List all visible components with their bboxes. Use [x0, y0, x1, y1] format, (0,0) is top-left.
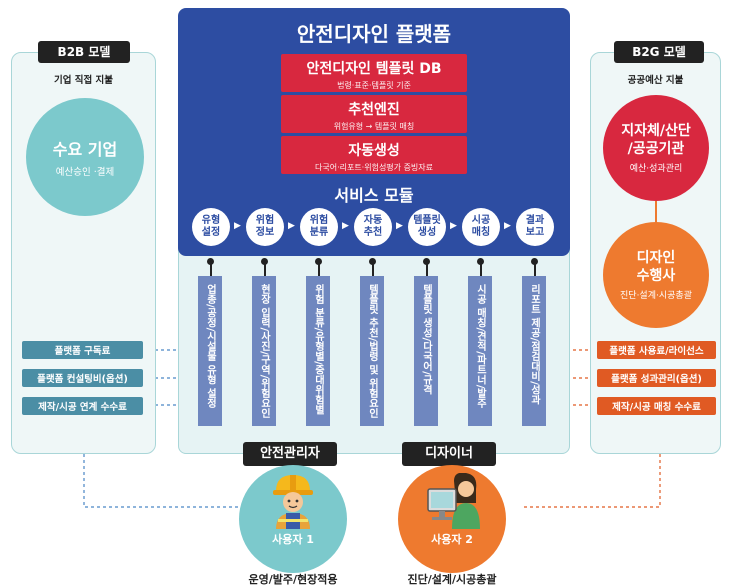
template-db-box: 안전디자인 템플릿 DB 법령·표준·템플릿 기준	[281, 54, 467, 92]
pin-line	[534, 262, 536, 276]
design-contractor-title: 디자인 수행사	[636, 249, 676, 284]
pin-dot	[261, 258, 268, 265]
b2b-item-consulting: 플랫폼 컨설팅비(옵션)	[22, 369, 143, 387]
b2g-label: B2G 모델	[614, 41, 704, 63]
arrow-right-icon: ▶	[450, 221, 457, 231]
detail-text: 업종/공정/시설물 유형 설정	[204, 284, 216, 409]
pin-dot	[531, 258, 538, 265]
designer-at-computer-icon	[427, 473, 480, 529]
detail-bar-recommend: 템플릿 추천/법령 및 위험요인	[360, 276, 384, 426]
user2-name: 사용자 2	[431, 533, 473, 546]
platform-title: 안전디자인 플랫폼	[296, 22, 452, 46]
user1-role: 운영/발주/현장적용	[248, 573, 338, 586]
user1-label: 안전관리자	[243, 442, 337, 466]
detail-bar-report: 리포트 제공/점검대비/성과	[522, 276, 546, 426]
detail-text: 템플릿 추천/법령 및 위험요인	[366, 284, 378, 419]
pin-line	[372, 262, 374, 276]
detail-text: 위험 분류/유형별/중대위험별	[312, 284, 324, 415]
pin-line	[426, 262, 428, 276]
b2g-item-matching-fee: 제작/시공 매칭 수수료	[597, 397, 716, 415]
arrow-right-icon: ▶	[396, 221, 403, 231]
public-agency-circle: 지자체/산단 /공공기관 예산·성과관리	[603, 95, 709, 201]
demand-company-sub: 예산승인 ·결제	[55, 167, 115, 178]
detail-bar-class: 위험 분류/유형별/중대위험별	[306, 276, 330, 426]
arrow-right-icon: ▶	[234, 221, 241, 231]
public-agency-title: 지자체/산단 /공공기관	[621, 122, 691, 157]
detail-text: 시공 매칭/견적/파트너/발주	[474, 284, 486, 409]
user2-role: 진단/설계/시공총괄	[407, 573, 497, 586]
public-agency-sub: 예산·성과관리	[629, 164, 683, 175]
auto-generate-sub: 다국어·리포트·위험성평가 증빙자료	[314, 163, 434, 172]
module-type-setting: 유형 설정	[192, 208, 230, 246]
b2g-link-line	[655, 201, 657, 223]
detail-text: 현장 입력/사진/구역/위험요인	[258, 284, 270, 419]
pin-dot	[315, 258, 322, 265]
user1-circle: 사용자 1	[239, 465, 347, 573]
b2g-item-license: 플랫폼 사용료/라이선스	[597, 341, 716, 359]
detail-bar-template: 템플릿 생성/다국어/규격	[414, 276, 438, 426]
demand-company-title: 수요 기업	[52, 140, 118, 159]
b2b-item-subscription: 플랫폼 구독료	[22, 341, 143, 359]
b2g-sub: 공공예산 지불	[627, 75, 684, 86]
module-template-create: 템플릿 생성	[408, 208, 446, 246]
pin-line	[210, 262, 212, 276]
detail-text: 템플릿 생성/다국어/규격	[420, 284, 432, 395]
detail-bar-type: 업종/공정/시설물 유형 설정	[198, 276, 222, 426]
recommend-engine-box: 추천엔진 위험유형 → 템플릿 매칭	[281, 95, 467, 133]
arrow-right-icon: ▶	[342, 221, 349, 231]
service-module-title: 서비스 모듈	[334, 186, 414, 205]
pin-line	[318, 262, 320, 276]
auto-generate-title: 자동생성	[348, 143, 400, 159]
pin-dot	[477, 258, 484, 265]
pin-line	[264, 262, 266, 276]
module-risk-info: 위험 정보	[246, 208, 284, 246]
pin-dot	[423, 258, 430, 265]
template-db-title: 안전디자인 템플릿 DB	[306, 61, 442, 77]
recommend-engine-title: 추천엔진	[348, 102, 400, 118]
b2b-item-commission: 제작/시공 연계 수수료	[22, 397, 143, 415]
arrow-right-icon: ▶	[504, 221, 511, 231]
pin-dot	[207, 258, 214, 265]
design-contractor-circle: 디자인 수행사 진단·설계·시공총괄	[603, 222, 709, 328]
pin-dot	[369, 258, 376, 265]
b2b-sub: 기업 직접 지불	[53, 75, 114, 86]
b2b-label: B2B 모델	[38, 41, 130, 63]
module-construction-match: 시공 매칭	[462, 208, 500, 246]
detail-bar-matching: 시공 매칭/견적/파트너/발주	[468, 276, 492, 426]
construction-worker-icon	[273, 475, 313, 529]
user2-label: 디자이너	[402, 442, 496, 466]
pin-line	[480, 262, 482, 276]
user1-name: 사용자 1	[272, 533, 314, 546]
auto-generate-box: 자동생성 다국어·리포트·위험성평가 증빙자료	[281, 136, 467, 174]
module-result-report: 결과 보고	[516, 208, 554, 246]
detail-bar-info: 현장 입력/사진/구역/위험요인	[252, 276, 276, 426]
user2-circle: 사용자 2	[398, 465, 506, 573]
module-auto-recommend: 자동 추천	[354, 208, 392, 246]
detail-text: 리포트 제공/점검대비/성과	[528, 284, 540, 405]
demand-company-circle: 수요 기업 예산승인 ·결제	[26, 98, 144, 216]
arrow-right-icon: ▶	[288, 221, 295, 231]
design-contractor-sub: 진단·설계·시공총괄	[620, 291, 692, 302]
recommend-engine-sub: 위험유형 → 템플릿 매칭	[333, 122, 415, 131]
template-db-sub: 법령·표준·템플릿 기준	[337, 81, 411, 90]
b2g-item-performance: 플랫폼 성과관리(옵션)	[597, 369, 716, 387]
module-risk-class: 위험 분류	[300, 208, 338, 246]
